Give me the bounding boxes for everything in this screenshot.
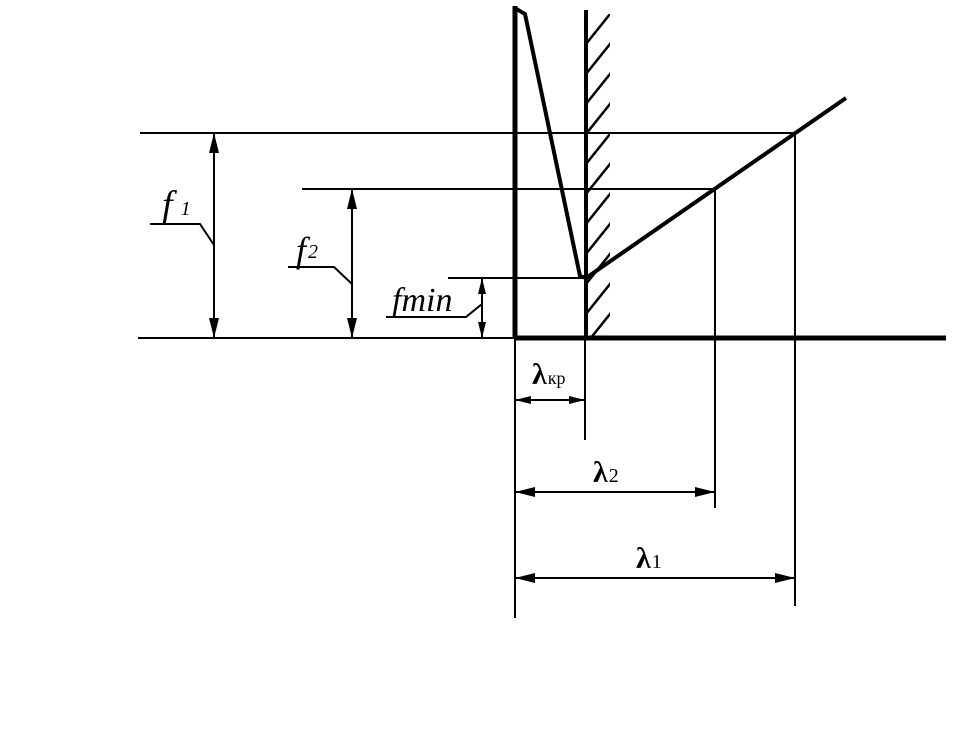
f2-leader [288, 266, 353, 285]
lambda1-label: λ1 [636, 542, 662, 575]
wall-hatching [586, 14, 610, 338]
characteristic-curve [513, 6, 848, 280]
fmin-label: fmin [392, 282, 452, 319]
lambdakr-label: λкр [532, 358, 566, 391]
fmin-leader [386, 303, 483, 318]
f1-leader [150, 223, 215, 246]
lambda2-label: λ2 [593, 456, 619, 489]
